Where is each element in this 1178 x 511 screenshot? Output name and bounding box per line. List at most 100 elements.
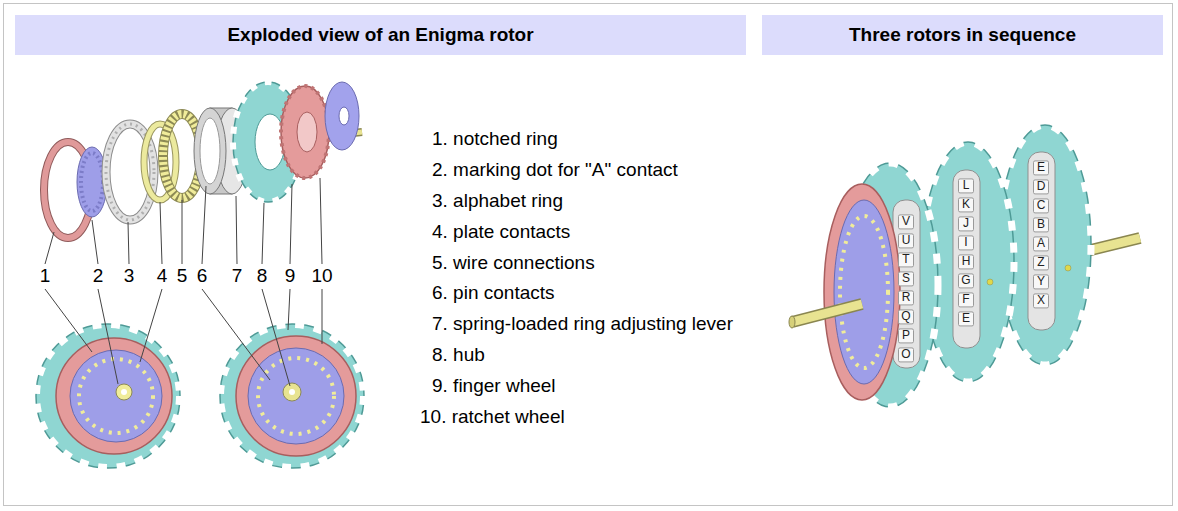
part-list-item: 1. notched ring (432, 129, 558, 150)
exploded-parts-part (255, 114, 285, 170)
three-rotors-part (789, 316, 795, 328)
three-rotors-part (1028, 152, 1055, 330)
rotor-letter: I (958, 235, 974, 250)
rotor-letter: R (898, 290, 914, 305)
assembled-rotor-right-part (220, 324, 364, 468)
part-list-item: 6. pin contacts (432, 283, 555, 304)
assembled-rotor-left (36, 324, 180, 468)
callout-number: 3 (124, 266, 135, 287)
part-list-item: 3. alphabet ring (432, 191, 563, 212)
header-text: Exploded view of an Enigma rotor (227, 24, 533, 46)
exploded-parts-part (81, 153, 103, 211)
rotor-letter: E (1033, 160, 1049, 175)
assembled-rotor-right-part (289, 389, 295, 395)
leader-lines-part (202, 289, 270, 380)
three-rotors-part (834, 200, 894, 384)
exploded-parts-part (339, 107, 349, 125)
leader-lines-part (320, 178, 322, 264)
three-rotors (789, 125, 1140, 407)
exploded-parts-part (200, 118, 220, 184)
assembled-rotor-left-part (56, 338, 172, 454)
three-rotors-part (987, 279, 993, 285)
rotor-letter: D (1033, 179, 1049, 194)
part-list-item: 4. plate contacts (432, 222, 570, 243)
leader-lines-part (182, 200, 183, 264)
leader-lines-part (262, 289, 290, 386)
three-rotors-part (893, 200, 920, 368)
leader-lines-part (202, 186, 206, 264)
callout-number: 5 (177, 266, 188, 287)
rotor-letter: P (898, 328, 914, 343)
leader-lines-part (160, 202, 162, 264)
assembled-rotor-left-part (70, 350, 162, 442)
header-text: Three rotors in sequence (849, 24, 1076, 46)
leader-lines-part (290, 184, 292, 264)
rotor-letter: S (898, 271, 914, 286)
header-band: Exploded view of an Enigma rotor (15, 15, 746, 55)
assembled-rotor-left-part (36, 324, 180, 468)
leader-lines-part (128, 222, 129, 264)
header-band: Three rotors in sequence (762, 15, 1163, 55)
three-rotors-part (840, 216, 888, 368)
leader-lines (45, 178, 322, 386)
leader-lines-part (140, 289, 162, 362)
assembled-rotor-right (220, 324, 364, 468)
exploded-parts-part (297, 112, 317, 152)
leader-lines-part (262, 203, 264, 264)
leader-lines-part (45, 289, 92, 352)
three-rotors-part (1065, 265, 1071, 271)
rotor-letter: T (898, 252, 914, 267)
rotor-letter: Z (1033, 255, 1049, 270)
rotor-letter: Q (898, 309, 914, 324)
leader-lines-part (322, 289, 323, 344)
assembled-rotor-right-part (248, 348, 344, 444)
callout-number: 8 (257, 266, 268, 287)
part-list-item: 7. spring-loaded ring adjusting lever (432, 314, 733, 335)
exploded-parts-part (194, 108, 226, 194)
assembled-rotor-right-part (283, 383, 301, 401)
leader-lines-part (236, 196, 237, 264)
exploded-parts-part (281, 86, 329, 178)
three-rotors-part (953, 170, 980, 348)
callout-number: 6 (197, 266, 208, 287)
three-rotors-part (792, 304, 862, 322)
rotor-letter: U (898, 233, 914, 248)
rotor-letter: J (958, 216, 974, 231)
exploded-parts-part (281, 86, 329, 178)
part-list-item: 10. ratchet wheel (420, 407, 565, 428)
rotor-letter: C (1033, 198, 1049, 213)
leader-lines-part (45, 232, 54, 264)
assembled-rotor-left-part (121, 389, 127, 395)
assembled-rotor-right-part (220, 324, 364, 468)
part-list-item: 9. finger wheel (432, 376, 556, 397)
assembled-rotor-left-part (116, 384, 132, 400)
rotor-letter: E (958, 311, 974, 326)
exploded-parts (44, 82, 362, 238)
assembled-rotor-left-part (79, 359, 153, 433)
callout-number: 1 (40, 266, 51, 287)
callout-number: 9 (285, 266, 296, 287)
assembled-rotor-right-part (236, 336, 356, 456)
part-list-item: 5. wire connections (432, 253, 595, 274)
exploded-parts-part (325, 82, 359, 150)
callout-number: 10 (311, 266, 332, 287)
three-rotors-part (792, 304, 862, 322)
part-list-item: 8. hub (432, 345, 485, 366)
rotor-letter: K (958, 197, 974, 212)
rotor-letter: A (1033, 236, 1049, 251)
rotor-letter: V (898, 214, 914, 229)
rotor-letter: L (958, 178, 974, 193)
leader-lines-part (92, 220, 98, 264)
callout-number: 4 (157, 266, 168, 287)
leader-lines-part (98, 289, 118, 384)
rotor-letter: X (1033, 293, 1049, 308)
callout-number: 7 (232, 266, 243, 287)
three-rotors-part (824, 184, 900, 400)
assembled-rotor-left-part (36, 324, 180, 468)
assembled-rotor-right-part (258, 358, 334, 434)
leader-lines-part (288, 289, 290, 330)
rotor-letter: F (958, 292, 974, 307)
rotor-letter: H (958, 254, 974, 269)
